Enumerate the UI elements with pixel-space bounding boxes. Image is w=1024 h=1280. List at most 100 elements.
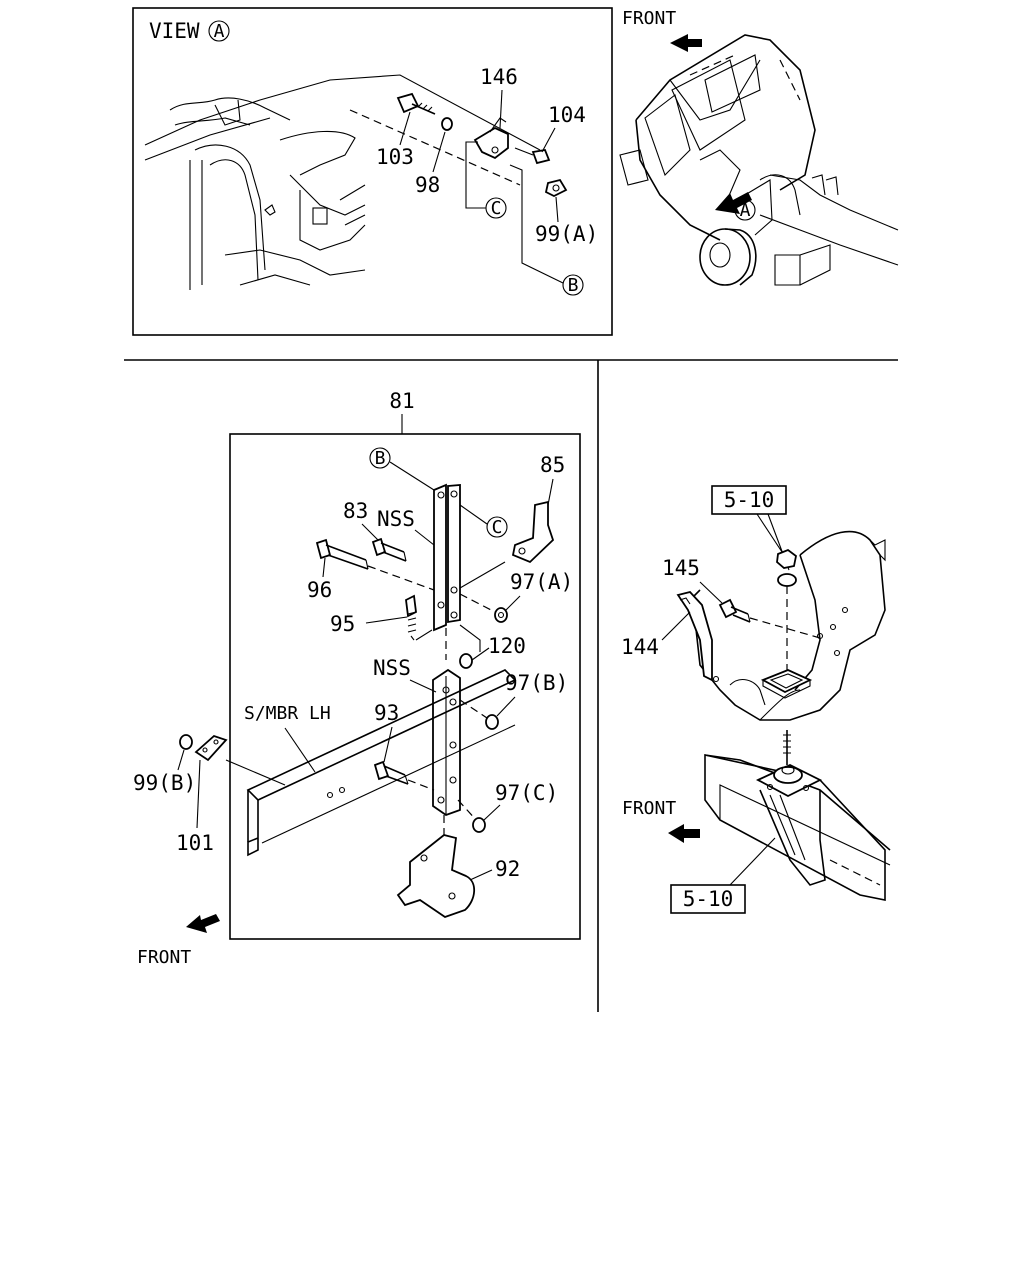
cab-view-marker-circle bbox=[734, 199, 756, 221]
label-146: 146 bbox=[480, 65, 518, 89]
bolt-96 bbox=[315, 538, 369, 570]
view-a-title: VIEW bbox=[149, 19, 200, 43]
nut-97b bbox=[485, 714, 499, 730]
label-120: 120 bbox=[488, 634, 526, 658]
view-a-title-circle bbox=[208, 20, 230, 42]
leader-97b bbox=[496, 696, 516, 717]
label-97b: 97(B) bbox=[505, 671, 568, 695]
bracket-85 bbox=[511, 500, 555, 564]
mount-panel: 5-10 bbox=[621, 485, 891, 914]
assembly-front-arrow-icon bbox=[186, 914, 220, 933]
ref-c-bottom: C bbox=[492, 517, 503, 538]
cab-view-marker: A bbox=[740, 200, 751, 221]
cab-sketch bbox=[619, 34, 899, 286]
label-101: 101 bbox=[176, 831, 214, 855]
rubber-pad bbox=[760, 669, 813, 699]
label-nss-bottom: NSS bbox=[373, 656, 411, 680]
ref-box-top bbox=[711, 485, 787, 515]
view-a-frame bbox=[132, 7, 613, 336]
label-96: 96 bbox=[307, 578, 332, 602]
bolt-103 bbox=[396, 92, 436, 115]
lower-link bbox=[432, 668, 461, 817]
view-a-panel: VIEW A bbox=[132, 7, 613, 336]
view-a-center-line bbox=[349, 109, 521, 186]
label-97c: 97(C) bbox=[495, 781, 558, 805]
mount-bracket bbox=[689, 530, 886, 721]
ref-box-bottom-label: 5-10 bbox=[683, 887, 734, 911]
label-92: 92 bbox=[495, 857, 520, 881]
washer-120 bbox=[459, 653, 473, 669]
leader-nss-bottom bbox=[409, 679, 437, 693]
nut-97c bbox=[472, 817, 486, 833]
bracket-92 bbox=[396, 834, 476, 918]
leader-97a bbox=[504, 595, 521, 612]
ref-b-circle-bottom bbox=[369, 447, 391, 469]
leader-96 bbox=[322, 557, 326, 578]
leader-145 bbox=[699, 581, 723, 604]
washer-99b bbox=[179, 734, 193, 750]
label-83: 83 bbox=[343, 499, 368, 523]
label-145: 145 bbox=[662, 556, 700, 580]
view-a-arrow-icon bbox=[715, 192, 752, 214]
leader-ref-c-top bbox=[465, 141, 486, 209]
ref-c-circle-bottom bbox=[486, 516, 508, 538]
plate-101 bbox=[194, 734, 228, 762]
leader-146 bbox=[499, 89, 503, 129]
bolt-96-axis bbox=[367, 565, 435, 591]
ref-box-bottom bbox=[670, 884, 746, 914]
label-81: 81 bbox=[389, 389, 414, 413]
leader-101 bbox=[196, 759, 201, 829]
label-nss-top: NSS bbox=[377, 507, 415, 531]
assembly-frame bbox=[229, 433, 581, 940]
washer-5-10 bbox=[777, 573, 797, 587]
label-99a: 99(A) bbox=[535, 222, 598, 246]
leader-83 bbox=[361, 523, 379, 541]
leader-ref-b-top bbox=[509, 164, 564, 284]
upper-link bbox=[433, 483, 461, 632]
assembly-guide-lines bbox=[415, 624, 481, 652]
cab-front-arrow-icon bbox=[670, 34, 702, 52]
plate-144 bbox=[676, 590, 713, 682]
mount-front-arrow-icon bbox=[668, 824, 700, 843]
leader-ref-b-bottom bbox=[389, 461, 435, 491]
label-144: 144 bbox=[621, 635, 659, 659]
cab-overview-panel: FRONT A bbox=[619, 8, 899, 286]
bracket-85-link-line bbox=[459, 561, 506, 589]
view-a-frame-sketch bbox=[144, 74, 541, 290]
lower-frame-bracket bbox=[704, 754, 891, 901]
leader-nss-top bbox=[414, 529, 435, 546]
washer-98 bbox=[441, 117, 453, 131]
ref-b-bottom: B bbox=[375, 448, 386, 469]
label-95: 95 bbox=[330, 612, 355, 636]
label-98: 98 bbox=[415, 173, 440, 197]
view-a-title-marker: A bbox=[214, 21, 225, 42]
ref-box-bottom-leader bbox=[729, 837, 776, 886]
plate-101-link-line bbox=[225, 759, 286, 786]
label-104: 104 bbox=[548, 103, 586, 127]
mount-front-label: FRONT bbox=[622, 798, 676, 819]
leader-99b bbox=[177, 749, 185, 771]
label-93: 93 bbox=[374, 701, 399, 725]
bolt-145 bbox=[718, 598, 751, 623]
leader-97c bbox=[483, 804, 501, 821]
nut-99a bbox=[544, 178, 568, 198]
label-97a: 97(A) bbox=[510, 570, 573, 594]
leader-92 bbox=[469, 869, 493, 881]
leader-144 bbox=[661, 611, 691, 641]
bolt-83 bbox=[371, 537, 407, 562]
leader-smbr bbox=[284, 727, 316, 773]
mount-stud bbox=[783, 730, 791, 765]
leader-98 bbox=[432, 131, 446, 173]
leader-103 bbox=[399, 111, 411, 146]
side-member-lh bbox=[246, 669, 517, 857]
leader-99a bbox=[555, 196, 559, 223]
leader-ref-c-bottom bbox=[459, 504, 488, 525]
spring-95 bbox=[405, 594, 417, 641]
nut-97c-axis bbox=[457, 799, 479, 823]
bolt-104 bbox=[514, 147, 551, 165]
assembly-panel: 81 bbox=[133, 389, 581, 968]
ref-c-top: C bbox=[491, 198, 502, 219]
bolt-93 bbox=[373, 760, 409, 785]
